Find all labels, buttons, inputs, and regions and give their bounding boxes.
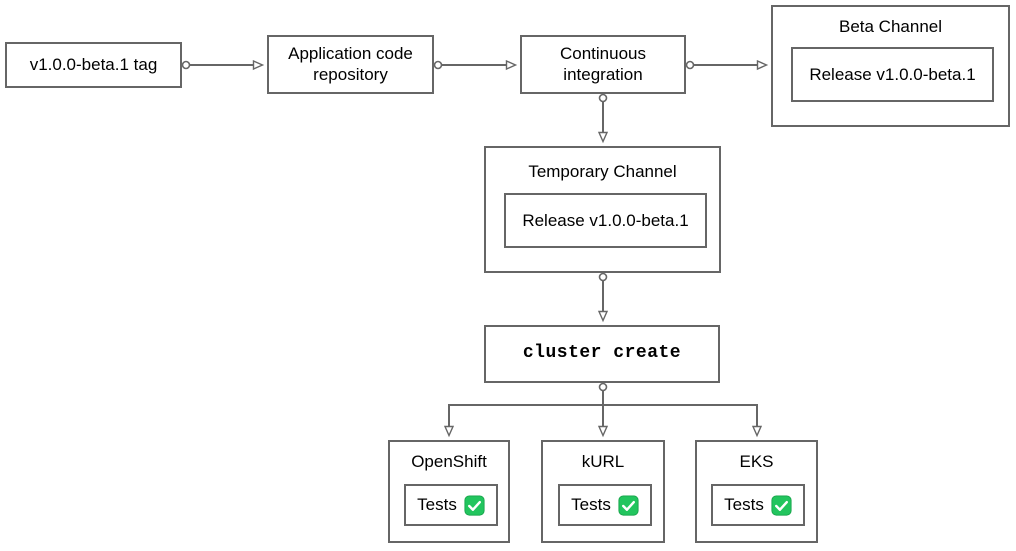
node-cluster-create[interactable]: cluster create <box>484 325 720 383</box>
container-platform-kurl[interactable]: kURL Tests <box>541 440 665 543</box>
check-green-icon <box>618 494 639 516</box>
platform-eks-tests-label: Tests <box>724 495 764 514</box>
node-tag[interactable]: v1.0.0-beta.1 tag <box>5 42 182 88</box>
platform-openshift-tests-box[interactable]: Tests <box>404 484 498 526</box>
platform-openshift-title: OpenShift <box>411 452 487 471</box>
temporary-channel-release-box[interactable]: Release v1.0.0-beta.1 <box>504 193 707 248</box>
node-tag-label: v1.0.0-beta.1 tag <box>29 54 158 74</box>
node-application-code-repository[interactable]: Application code repository <box>267 35 434 94</box>
check-green-icon <box>771 494 792 516</box>
temporary-channel-release-label: Release v1.0.0-beta.1 <box>522 210 689 230</box>
platform-kurl-title: kURL <box>581 452 625 471</box>
container-platform-openshift[interactable]: OpenShift Tests <box>388 440 510 543</box>
platform-eks-title: EKS <box>739 452 774 471</box>
check-green-icon <box>464 494 485 516</box>
platform-kurl-tests-label: Tests <box>571 495 611 514</box>
temporary-channel-title: Temporary Channel <box>528 162 677 181</box>
node-cluster-create-label: cluster create <box>522 343 682 364</box>
platform-openshift-tests-label: Tests <box>417 495 457 514</box>
node-ci-label: Continuous integration <box>559 44 646 84</box>
node-repo-label: Application code repository <box>288 44 413 84</box>
container-platform-eks[interactable]: EKS Tests <box>695 440 818 543</box>
beta-channel-release-box[interactable]: Release v1.0.0-beta.1 <box>791 47 994 102</box>
platform-eks-tests-box[interactable]: Tests <box>711 484 805 526</box>
container-beta-channel[interactable]: Beta Channel Release v1.0.0-beta.1 <box>771 5 1010 127</box>
beta-channel-title: Beta Channel <box>838 17 943 36</box>
platform-kurl-tests-box[interactable]: Tests <box>558 484 652 526</box>
beta-channel-release-label: Release v1.0.0-beta.1 <box>809 64 976 84</box>
node-continuous-integration[interactable]: Continuous integration <box>520 35 686 94</box>
container-temporary-channel[interactable]: Temporary Channel Release v1.0.0-beta.1 <box>484 146 721 273</box>
